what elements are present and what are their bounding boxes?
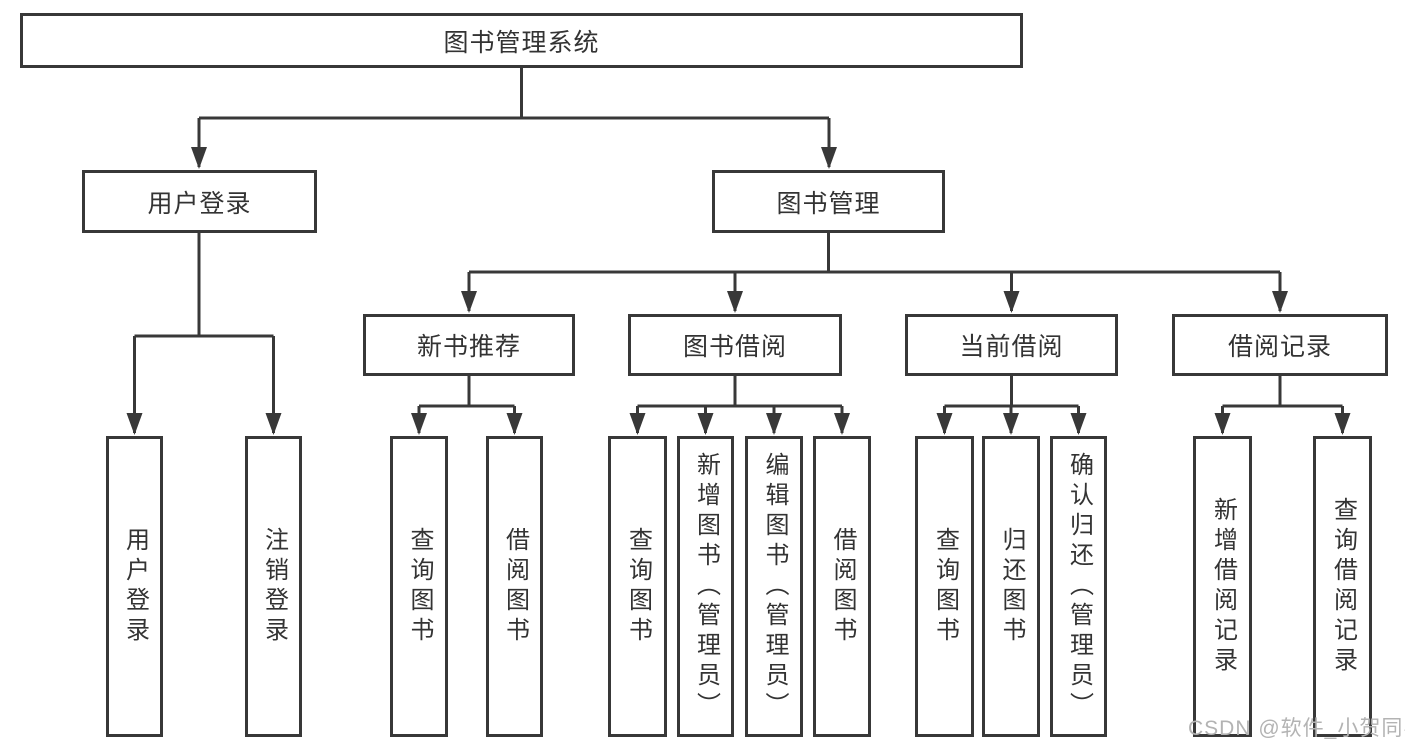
node-book-borrowing: 图书借阅 <box>628 314 842 376</box>
leaf-query-books-recommend: 查询图书 <box>390 436 448 737</box>
leaf-add-borrow-record-label: 新增借阅记录 <box>1209 496 1237 677</box>
leaf-user-login: 用户登录 <box>106 436 163 737</box>
node-new-book-recommend-label: 新书推荐 <box>416 333 521 361</box>
leaf-query-books-recommend-label: 查询图书 <box>406 526 433 647</box>
node-user-login: 用户登录 <box>82 170 317 233</box>
leaf-borrow-books-recommend-label: 借阅图书 <box>501 526 529 647</box>
leaf-borrow-books-borrowing-label: 借阅图书 <box>829 526 856 647</box>
leaf-user-login-label: 用户登录 <box>121 526 149 647</box>
leaf-add-borrow-record: 新增借阅记录 <box>1193 436 1252 737</box>
node-current-borrowing-label: 当前借阅 <box>959 333 1064 361</box>
node-library-system: 图书管理系统 <box>20 13 1023 68</box>
leaf-confirm-return-admin: 确认归还（管理员） <box>1050 436 1107 737</box>
leaf-logout: 注销登录 <box>245 436 302 737</box>
leaf-borrow-books-recommend: 借阅图书 <box>486 436 543 737</box>
leaf-edit-book-admin: 编辑图书（管理员） <box>745 436 803 737</box>
node-book-management: 图书管理 <box>712 170 945 233</box>
leaf-query-borrow-record-label: 查询借阅记录 <box>1329 496 1357 677</box>
node-new-book-recommend: 新书推荐 <box>363 314 575 376</box>
leaf-query-books-current: 查询图书 <box>915 436 974 737</box>
leaf-query-borrow-record: 查询借阅记录 <box>1313 436 1372 737</box>
leaf-query-books-borrowing: 查询图书 <box>608 436 667 737</box>
node-current-borrowing: 当前借阅 <box>905 314 1118 376</box>
node-borrowing-records-label: 借阅记录 <box>1227 333 1332 361</box>
csdn-watermark: CSDN @软件_小贺同学 <box>1188 717 1405 740</box>
leaf-query-books-borrowing-label: 查询图书 <box>624 526 652 647</box>
node-book-management-label: 图书管理 <box>776 189 881 218</box>
leaf-query-books-current-label: 查询图书 <box>931 526 959 647</box>
node-borrowing-records: 借阅记录 <box>1172 314 1388 376</box>
leaf-add-book-admin: 新增图书（管理员） <box>677 436 734 737</box>
leaf-borrow-books-borrowing: 借阅图书 <box>813 436 871 737</box>
leaf-return-book-label: 归还图书 <box>998 526 1025 647</box>
leaf-confirm-return-admin-label: 确认归还（管理员） <box>1065 451 1093 722</box>
leaf-return-book: 归还图书 <box>982 436 1040 737</box>
node-user-login-label: 用户登录 <box>147 189 252 218</box>
node-book-borrowing-label: 图书借阅 <box>682 333 787 361</box>
leaf-logout-label: 注销登录 <box>260 526 288 647</box>
leaf-add-book-admin-label: 新增图书（管理员） <box>692 451 720 722</box>
leaf-edit-book-admin-label: 编辑图书（管理员） <box>761 451 788 722</box>
node-library-system-label: 图书管理系统 <box>443 28 600 57</box>
